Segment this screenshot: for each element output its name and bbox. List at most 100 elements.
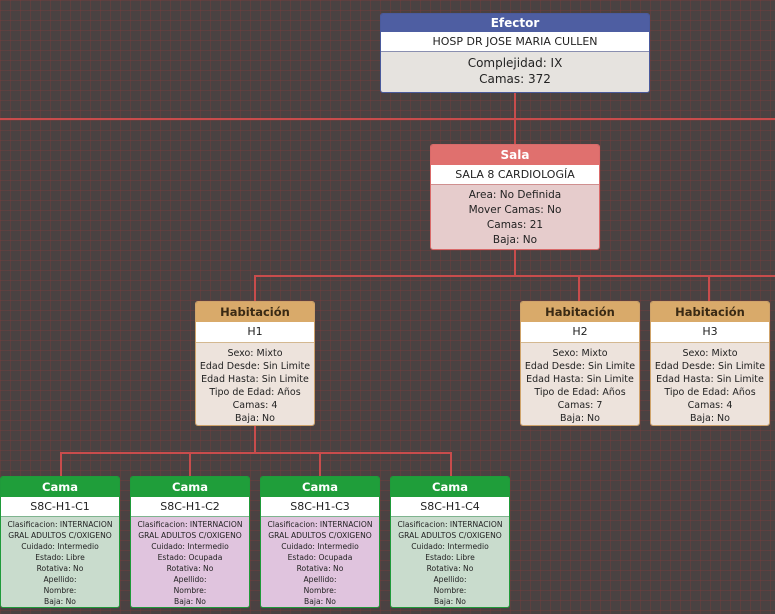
sala-detail: Mover Camas: No xyxy=(468,204,562,216)
habitacion-name: H2 xyxy=(521,322,639,343)
cama-detail: Rotativa: No xyxy=(36,564,84,573)
cama-detail: Baja: No xyxy=(174,597,206,606)
cama-detail: Cuidado: Intermedio xyxy=(151,542,229,551)
cama-name: S8C-H1-C2 xyxy=(131,497,249,517)
cama-detail: Cuidado: Intermedio xyxy=(21,542,99,551)
habitacion-detail: Camas: 4 xyxy=(687,400,733,411)
cama-detail: GRAL ADULTOS C/OXIGENO xyxy=(268,531,372,540)
cama-detail: Apellido: xyxy=(303,575,337,584)
efector-name: HOSP DR JOSE MARIA CULLEN xyxy=(381,32,649,52)
sala-details: Area: No Definida Mover Camas: No Camas:… xyxy=(431,185,599,249)
cama-detail: Estado: Libre xyxy=(425,553,475,562)
cama-detail: GRAL ADULTOS C/OXIGENO xyxy=(8,531,112,540)
connector-line xyxy=(0,118,775,120)
cama-details: Clasificacion: INTERNACION GRAL ADULTOS … xyxy=(1,517,119,607)
connector-line xyxy=(189,452,191,476)
cama-detail: Apellido: xyxy=(43,575,77,584)
connector-line xyxy=(254,426,256,453)
connector-line xyxy=(60,452,62,476)
cama-detail: Nombre: xyxy=(173,586,207,595)
cama-header: Cama xyxy=(261,477,379,497)
cama-node-c2[interactable]: Cama S8C-H1-C2 Clasificacion: INTERNACIO… xyxy=(130,476,250,608)
connector-line xyxy=(254,275,256,301)
habitacion-detail: Edad Hasta: Sin Limite xyxy=(201,374,309,385)
cama-header: Cama xyxy=(1,477,119,497)
cama-detail: Rotativa: No xyxy=(166,564,214,573)
cama-name: S8C-H1-C3 xyxy=(261,497,379,517)
cama-detail: Apellido: xyxy=(433,575,467,584)
habitacion-detail: Sexo: Mixto xyxy=(552,348,608,359)
cama-detail: Baja: No xyxy=(44,597,76,606)
connector-line xyxy=(514,250,516,276)
cama-detail: Clasificacion: INTERNACION xyxy=(7,520,113,529)
cama-detail: Nombre: xyxy=(433,586,467,595)
cama-detail: Baja: No xyxy=(434,597,466,606)
habitacion-detail: Sexo: Mixto xyxy=(227,348,283,359)
habitacion-name: H3 xyxy=(651,322,769,343)
habitacion-details: Sexo: Mixto Edad Desde: Sin Limite Edad … xyxy=(196,343,314,425)
connector-line xyxy=(60,452,452,454)
cama-detail: Estado: Ocupada xyxy=(157,553,223,562)
habitacion-detail: Camas: 7 xyxy=(557,400,603,411)
cama-detail: Clasificacion: INTERNACION xyxy=(267,520,373,529)
habitacion-header: Habitación xyxy=(651,302,769,322)
sala-name: SALA 8 CARDIOLOGÍA xyxy=(431,165,599,185)
cama-detail: GRAL ADULTOS C/OXIGENO xyxy=(138,531,242,540)
habitacion-detail: Baja: No xyxy=(560,413,600,424)
habitacion-details: Sexo: Mixto Edad Desde: Sin Limite Edad … xyxy=(521,343,639,425)
efector-detail: Complejidad: IX xyxy=(467,56,563,70)
habitacion-detail: Edad Desde: Sin Limite xyxy=(654,361,766,372)
sala-node[interactable]: Sala SALA 8 CARDIOLOGÍA Area: No Definid… xyxy=(430,144,600,250)
habitacion-detail: Tipo de Edad: Años xyxy=(534,387,626,398)
cama-detail: Rotativa: No xyxy=(296,564,344,573)
cama-detail: Nombre: xyxy=(43,586,77,595)
efector-details: Complejidad: IX Camas: 372 xyxy=(381,52,649,92)
habitacion-detail: Camas: 4 xyxy=(232,400,278,411)
connector-line xyxy=(254,275,775,277)
habitacion-detail: Tipo de Edad: Años xyxy=(664,387,756,398)
habitacion-detail: Baja: No xyxy=(235,413,275,424)
sala-header: Sala xyxy=(431,145,599,165)
sala-detail: Camas: 21 xyxy=(486,219,544,231)
habitacion-detail: Sexo: Mixto xyxy=(682,348,738,359)
habitacion-name: H1 xyxy=(196,322,314,343)
habitacion-node-h3[interactable]: Habitación H3 Sexo: Mixto Edad Desde: Si… xyxy=(650,301,770,426)
cama-node-c1[interactable]: Cama S8C-H1-C1 Clasificacion: INTERNACIO… xyxy=(0,476,120,608)
habitacion-detail: Tipo de Edad: Años xyxy=(209,387,301,398)
habitacion-detail: Edad Desde: Sin Limite xyxy=(199,361,311,372)
efector-node[interactable]: Efector HOSP DR JOSE MARIA CULLEN Comple… xyxy=(380,13,650,93)
cama-detail: Clasificacion: INTERNACION xyxy=(397,520,503,529)
cama-node-c3[interactable]: Cama S8C-H1-C3 Clasificacion: INTERNACIO… xyxy=(260,476,380,608)
cama-details: Clasificacion: INTERNACION GRAL ADULTOS … xyxy=(391,517,509,607)
cama-detail: GRAL ADULTOS C/OXIGENO xyxy=(398,531,502,540)
cama-detail: Clasificacion: INTERNACION xyxy=(137,520,243,529)
habitacion-details: Sexo: Mixto Edad Desde: Sin Limite Edad … xyxy=(651,343,769,425)
cama-detail: Baja: No xyxy=(304,597,336,606)
cama-detail: Cuidado: Intermedio xyxy=(281,542,359,551)
cama-name: S8C-H1-C1 xyxy=(1,497,119,517)
cama-detail: Rotativa: No xyxy=(426,564,474,573)
efector-detail: Camas: 372 xyxy=(479,72,551,86)
cama-details: Clasificacion: INTERNACION GRAL ADULTOS … xyxy=(131,517,249,607)
connector-line xyxy=(578,275,580,301)
cama-detail: Estado: Ocupada xyxy=(287,553,353,562)
cama-details: Clasificacion: INTERNACION GRAL ADULTOS … xyxy=(261,517,379,607)
cama-detail: Estado: Libre xyxy=(35,553,85,562)
connector-line xyxy=(450,452,452,476)
cama-detail: Nombre: xyxy=(303,586,337,595)
cama-header: Cama xyxy=(131,477,249,497)
cama-node-c4[interactable]: Cama S8C-H1-C4 Clasificacion: INTERNACIO… xyxy=(390,476,510,608)
habitacion-header: Habitación xyxy=(196,302,314,322)
habitacion-node-h1[interactable]: Habitación H1 Sexo: Mixto Edad Desde: Si… xyxy=(195,301,315,426)
cama-header: Cama xyxy=(391,477,509,497)
connector-line xyxy=(708,275,710,301)
connector-line xyxy=(319,452,321,476)
sala-detail: Baja: No xyxy=(492,234,538,246)
cama-detail: Cuidado: Intermedio xyxy=(411,542,489,551)
habitacion-header: Habitación xyxy=(521,302,639,322)
cama-name: S8C-H1-C4 xyxy=(391,497,509,517)
habitacion-detail: Edad Desde: Sin Limite xyxy=(524,361,636,372)
habitacion-detail: Edad Hasta: Sin Limite xyxy=(526,374,634,385)
habitacion-node-h2[interactable]: Habitación H2 Sexo: Mixto Edad Desde: Si… xyxy=(520,301,640,426)
habitacion-detail: Baja: No xyxy=(690,413,730,424)
